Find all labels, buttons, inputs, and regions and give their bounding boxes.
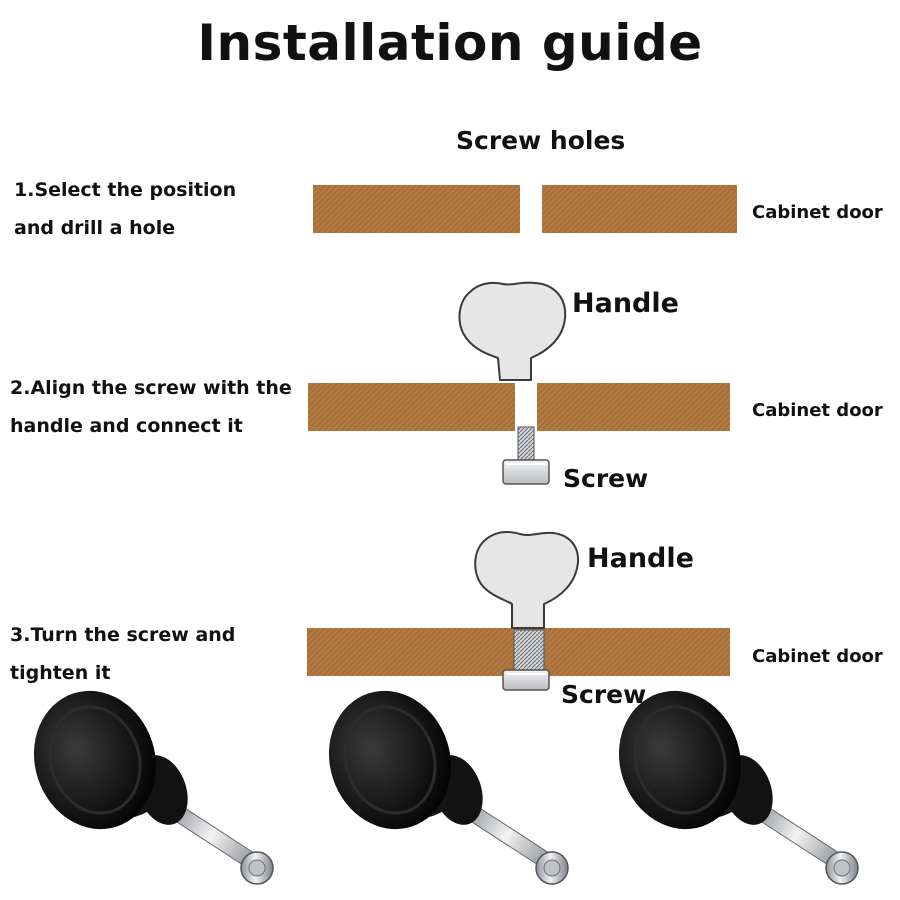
cabinet-door-left-1 xyxy=(313,185,520,233)
step-1-line-2: and drill a hole xyxy=(14,217,176,239)
step-1-text: 1.Select the position and drill a hole xyxy=(14,171,236,247)
step-2-text: 2.Align the screw with the handle and co… xyxy=(10,369,292,445)
cabinet-door-label-1: Cabinet door xyxy=(752,202,883,223)
screw-label-2: Screw xyxy=(563,464,649,493)
step-2-line-2: handle and connect it xyxy=(10,415,243,437)
screw-icon xyxy=(502,426,550,485)
step-1-line-1: 1.Select the position xyxy=(14,179,237,201)
screw-icon xyxy=(502,629,550,691)
cabinet-door-right-2 xyxy=(537,383,730,431)
handle-label-2: Handle xyxy=(572,288,679,319)
black-knob-icon xyxy=(618,690,859,885)
cabinet-door-label-3: Cabinet door xyxy=(752,646,883,667)
cabinet-door-right-1 xyxy=(542,185,737,233)
step-3-text: 3.Turn the screw and tighten it xyxy=(10,616,235,692)
screw-label-3: Screw xyxy=(561,680,647,709)
handle-knob-icon xyxy=(474,531,580,629)
black-knob-icon xyxy=(328,690,569,885)
step-2-line-1: 2.Align the screw with the xyxy=(10,377,292,399)
cabinet-door-left-2 xyxy=(308,383,515,431)
handle-label-3: Handle xyxy=(587,543,694,574)
step-3-line-2: tighten it xyxy=(10,662,111,684)
step-3-line-1: 3.Turn the screw and xyxy=(10,624,236,646)
black-knob-icon xyxy=(33,690,274,885)
page-title: Installation guide xyxy=(197,14,703,72)
screw-holes-label: Screw holes xyxy=(456,126,626,155)
cabinet-door-label-2: Cabinet door xyxy=(752,400,883,421)
handle-knob-icon xyxy=(458,281,567,381)
